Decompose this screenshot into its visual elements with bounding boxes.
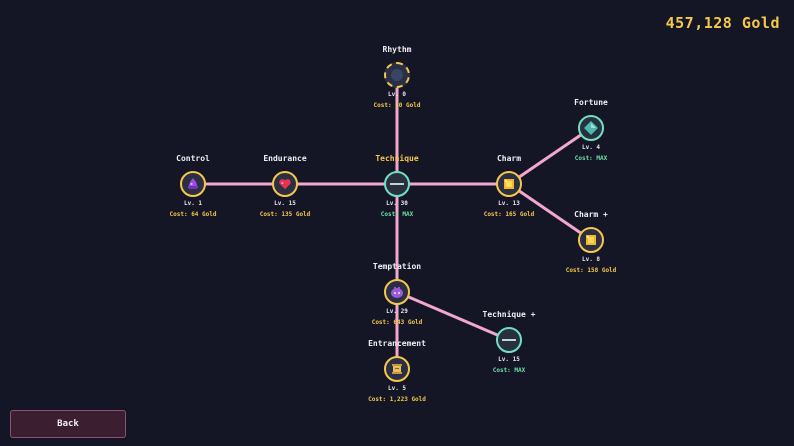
skill-button-fortune[interactable] [578,115,604,141]
scroll-icon [392,364,402,374]
dash-icon [502,339,516,341]
purple-blob-icon [391,287,403,298]
skill-button-temptation[interactable] [384,279,410,305]
skill-title: Rhythm [382,45,412,54]
skill-level: Lv. 30 [386,200,408,207]
skill-title: Technique + [482,310,536,319]
skill-level: Lv. 15 [274,200,296,207]
skill-title: Fortune [574,98,608,107]
skill-level: Lv. 5 [387,385,407,392]
skill-level: Lv. 15 [498,356,520,363]
gold-counter: 457,128 Gold [665,14,780,32]
skill-title: Charm [496,154,522,163]
skill-cost: Cost: 158 Gold [565,267,617,274]
skill-level: Lv. 13 [498,200,520,207]
skill-button-endurance[interactable] [272,171,298,197]
link-charm-fortune [508,126,592,186]
skill-title: Temptation [372,262,422,271]
skill-cost: Cost: 643 Gold [371,319,423,326]
skill-title: Technique [375,154,419,163]
skill-level: Lv. 29 [386,308,408,315]
skill-cost: Cost: 10 Gold [373,102,421,109]
skill-cost: Cost: MAX [492,367,526,374]
skill-title: Entrancement [368,339,426,348]
heart-icon [279,179,291,190]
skill-cost: Cost: 1,223 Gold [368,396,426,403]
skill-button-entrancement[interactable] [384,356,410,382]
gold-gem-icon [586,235,596,245]
skill-level: Lv. 8 [581,256,601,263]
skill-cost: Cost: MAX [574,155,608,162]
skill-button-rhythm[interactable] [384,62,410,88]
skill-button-charm[interactable] [496,171,522,197]
link-charm-charmplus [508,182,592,242]
skill-title: Control [176,154,210,163]
skill-title: Charm + [574,210,608,219]
skill-cost: Cost: 64 Gold [169,211,217,218]
skill-button-technique-plus[interactable] [496,327,522,353]
back-button[interactable]: Back [10,410,126,438]
skill-button-technique[interactable] [384,171,410,197]
skill-title: Endurance [263,154,307,163]
skill-cost: Cost: 135 Gold [259,211,311,218]
skill-level: Lv. 4 [581,144,601,151]
skill-level: Lv. 0 [387,91,407,98]
dark-orb-icon [391,69,403,81]
purple-slime-icon [188,178,198,189]
skill-cost: Cost: MAX [380,211,414,218]
skill-button-charm-plus[interactable] [578,227,604,253]
gold-gem-icon [504,179,514,189]
teal-gem-icon [584,121,598,135]
dash-icon [390,183,404,185]
skill-button-control[interactable] [180,171,206,197]
link-temptation-techniqueplus [396,290,510,342]
skill-level: Lv. 1 [183,200,203,207]
skill-cost: Cost: 165 Gold [483,211,535,218]
